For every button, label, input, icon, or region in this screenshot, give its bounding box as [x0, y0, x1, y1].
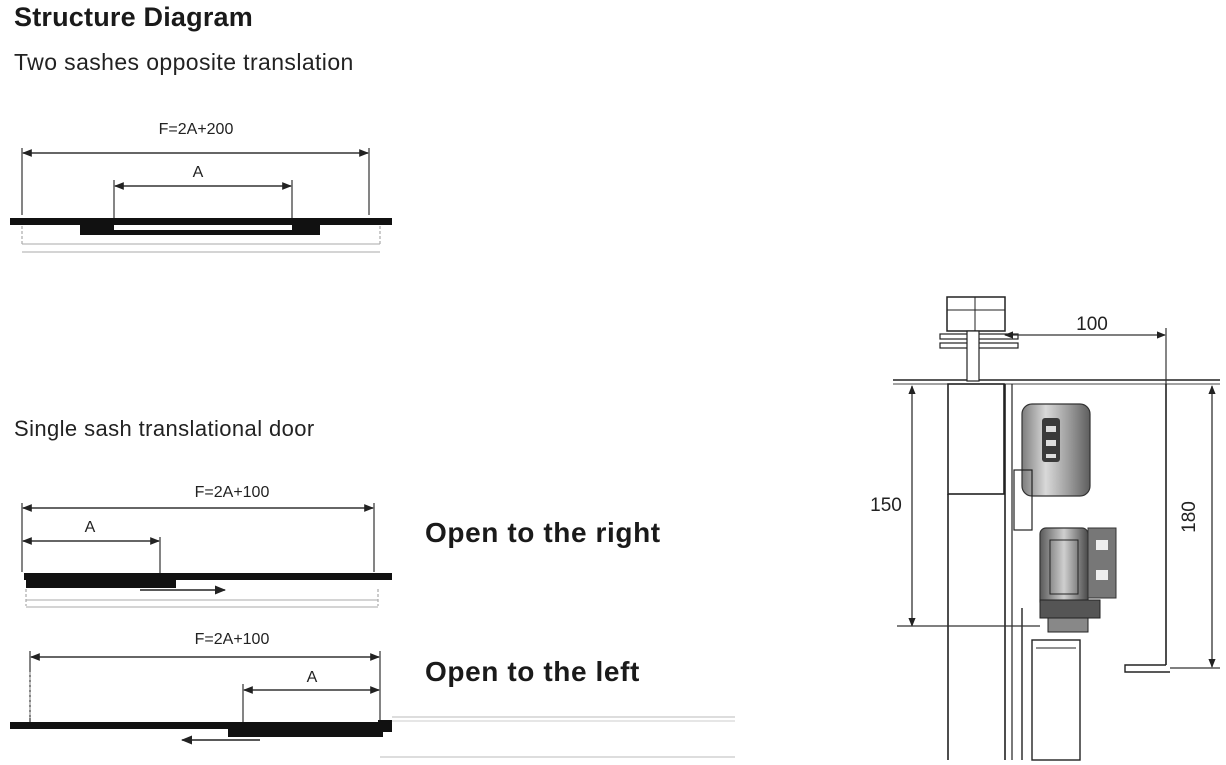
section-left-height-label: 150: [870, 495, 902, 516]
open-right-label: Open to the right: [425, 517, 661, 548]
door-leaf: [1031, 639, 1081, 761]
double-sash-total-formula: F=2A+200: [159, 121, 234, 138]
open-right-total-formula: F=2A+100: [195, 484, 270, 501]
open-left-sash: [228, 729, 383, 737]
section-width-label: 100: [1076, 314, 1108, 335]
double-sash-wall: [10, 218, 392, 225]
section-view-diagram: 100 150 180: [870, 296, 1220, 761]
open-left-wall: [10, 722, 392, 729]
open-right-wall: [24, 573, 392, 580]
open-left-diagram: F=2A+100 A: [10, 631, 735, 758]
open-right-diagram: F=2A+100 A: [21, 484, 392, 608]
double-sash-opening-label: A: [193, 164, 204, 181]
open-right-sash: [26, 580, 176, 588]
single-sash-heading: Single sash translational door: [14, 416, 315, 441]
double-sash-heading: Two sashes opposite translation: [14, 49, 354, 75]
open-left-opening-label: A: [307, 669, 318, 686]
open-left-total-formula: F=2A+100: [195, 631, 270, 648]
double-sash-diagram: F=2A+200 A: [10, 121, 392, 253]
open-left-label: Open to the left: [425, 656, 640, 687]
page-title: Structure Diagram: [14, 2, 253, 32]
section-right-height-label: 180: [1179, 501, 1200, 533]
open-right-opening-label: A: [85, 519, 96, 536]
